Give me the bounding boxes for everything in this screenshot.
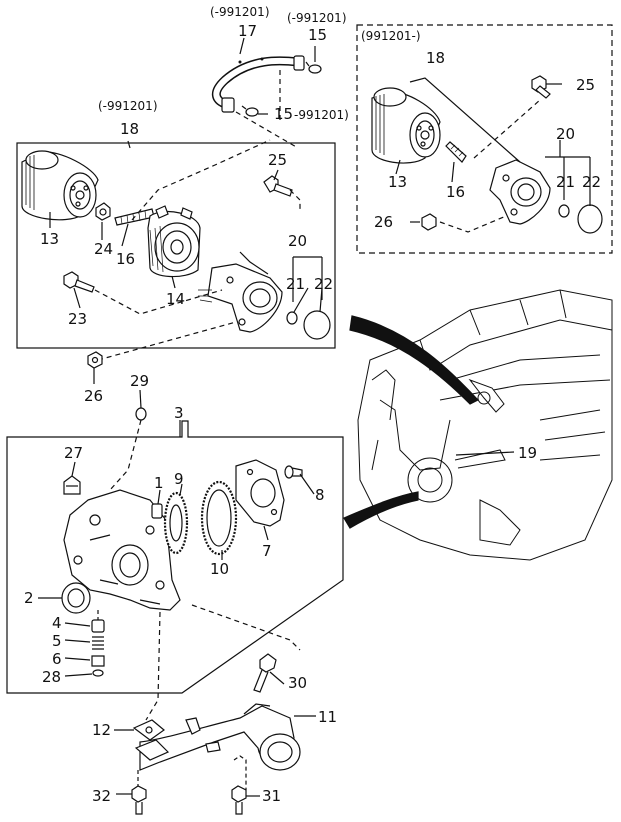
filter-group-box bbox=[16, 142, 336, 349]
callout-29: 29 bbox=[130, 372, 149, 390]
callout-21-new: 21 bbox=[556, 173, 575, 191]
callout-12: 12 bbox=[92, 721, 111, 739]
plug-6 bbox=[91, 655, 105, 667]
callout-27: 27 bbox=[64, 444, 83, 462]
callout-4: 4 bbox=[52, 614, 62, 632]
nut-24 bbox=[95, 202, 111, 221]
oil-strainer-11 bbox=[139, 703, 301, 771]
stud-16-new bbox=[445, 141, 467, 163]
gasket-22-new bbox=[577, 204, 603, 234]
callout-16: 16 bbox=[116, 250, 135, 268]
callout-25-new: 25 bbox=[576, 76, 595, 94]
callout-30: 30 bbox=[288, 674, 307, 692]
callout-23: 23 bbox=[68, 310, 87, 328]
callout-14: 14 bbox=[166, 290, 185, 308]
gasket-22 bbox=[303, 310, 331, 340]
callout-15b: 15 bbox=[274, 105, 293, 123]
oil-seal-2 bbox=[61, 582, 91, 614]
callout-1: 1 bbox=[154, 474, 164, 492]
engine-illustration bbox=[357, 289, 613, 561]
note-clamp-15a: (-991201) bbox=[287, 11, 347, 25]
callout-16-new: 16 bbox=[446, 183, 465, 201]
hose-17 bbox=[211, 55, 305, 113]
cap-27 bbox=[63, 475, 81, 495]
hose-clamp-15a bbox=[305, 61, 322, 74]
bolt-25-new bbox=[531, 75, 551, 99]
callout-22-new: 22 bbox=[582, 173, 601, 191]
nut-26-new bbox=[421, 213, 437, 231]
callout-26-new: 26 bbox=[374, 213, 393, 231]
plunger-4 bbox=[91, 619, 105, 633]
nut-26 bbox=[87, 351, 103, 369]
bolt-31 bbox=[231, 755, 247, 815]
outer-gear-10 bbox=[200, 480, 238, 556]
leader-19 bbox=[455, 451, 515, 456]
spring-5 bbox=[92, 636, 104, 650]
callout-labels: 1 2 3 4 5 6 7 8 9 10 11 12 13 13 14 15 1… bbox=[24, 5, 601, 805]
gasket-28 bbox=[92, 669, 104, 677]
callout-19: 19 bbox=[518, 444, 537, 462]
callout-13-new: 13 bbox=[388, 173, 407, 191]
bolt-30 bbox=[253, 653, 277, 693]
callout-18: 18 bbox=[120, 120, 139, 138]
o-ring-21-new bbox=[558, 204, 570, 218]
callout-31: 31 bbox=[262, 787, 281, 805]
callout-11: 11 bbox=[318, 708, 337, 726]
callout-9: 9 bbox=[174, 470, 184, 488]
filter-bracket-20 bbox=[198, 263, 283, 333]
strainer-flange bbox=[134, 739, 170, 761]
bolt-25 bbox=[263, 175, 293, 197]
bolt-32 bbox=[131, 770, 147, 815]
callout-32: 32 bbox=[92, 787, 111, 805]
oil-filter-13 bbox=[21, 150, 99, 221]
swoosh-arrow-lower bbox=[343, 491, 419, 529]
callout-28: 28 bbox=[42, 668, 61, 686]
callout-21: 21 bbox=[286, 275, 305, 293]
gasket-12 bbox=[132, 719, 165, 741]
callout-2: 2 bbox=[24, 589, 34, 607]
callout-25: 25 bbox=[268, 151, 287, 169]
note-hose-17: (-991201) bbox=[210, 5, 270, 19]
callout-3: 3 bbox=[174, 404, 184, 422]
note-inset-new: (991201-) bbox=[361, 29, 421, 43]
callout-7: 7 bbox=[262, 542, 272, 560]
callout-22: 22 bbox=[314, 275, 333, 293]
swoosh-arrow-upper bbox=[349, 315, 479, 405]
hose-clamp-15b bbox=[241, 105, 259, 117]
bolt-23 bbox=[63, 271, 95, 293]
oil-filter-13-new bbox=[371, 87, 441, 164]
callout-24: 24 bbox=[94, 240, 113, 258]
inset-box-new-spec bbox=[356, 24, 613, 254]
callout-17: 17 bbox=[238, 22, 257, 40]
o-ring-29 bbox=[135, 407, 147, 421]
callout-10: 10 bbox=[210, 560, 229, 578]
oil-pump-body-3 bbox=[63, 489, 181, 611]
note-clamp-15b: -991201) bbox=[294, 108, 349, 122]
inner-gear-9 bbox=[163, 491, 189, 555]
callout-15a: 15 bbox=[308, 26, 327, 44]
note-filter-old: (-991201) bbox=[98, 99, 158, 113]
callout-20: 20 bbox=[288, 232, 307, 250]
o-ring-21 bbox=[286, 311, 298, 325]
oil-cooler-14 bbox=[147, 205, 201, 278]
callout-8: 8 bbox=[315, 486, 325, 504]
pump-cover-7 bbox=[235, 459, 285, 527]
callout-26: 26 bbox=[84, 387, 103, 405]
pin-1 bbox=[151, 503, 163, 519]
callout-13: 13 bbox=[40, 230, 59, 248]
callout-5: 5 bbox=[52, 632, 62, 650]
callout-6: 6 bbox=[52, 650, 62, 668]
pump-group-box bbox=[6, 420, 344, 694]
filter-bracket-20-new bbox=[489, 159, 551, 225]
callout-18-new: 18 bbox=[426, 49, 445, 67]
screw-8 bbox=[284, 465, 303, 479]
callout-20-new: 20 bbox=[556, 125, 575, 143]
